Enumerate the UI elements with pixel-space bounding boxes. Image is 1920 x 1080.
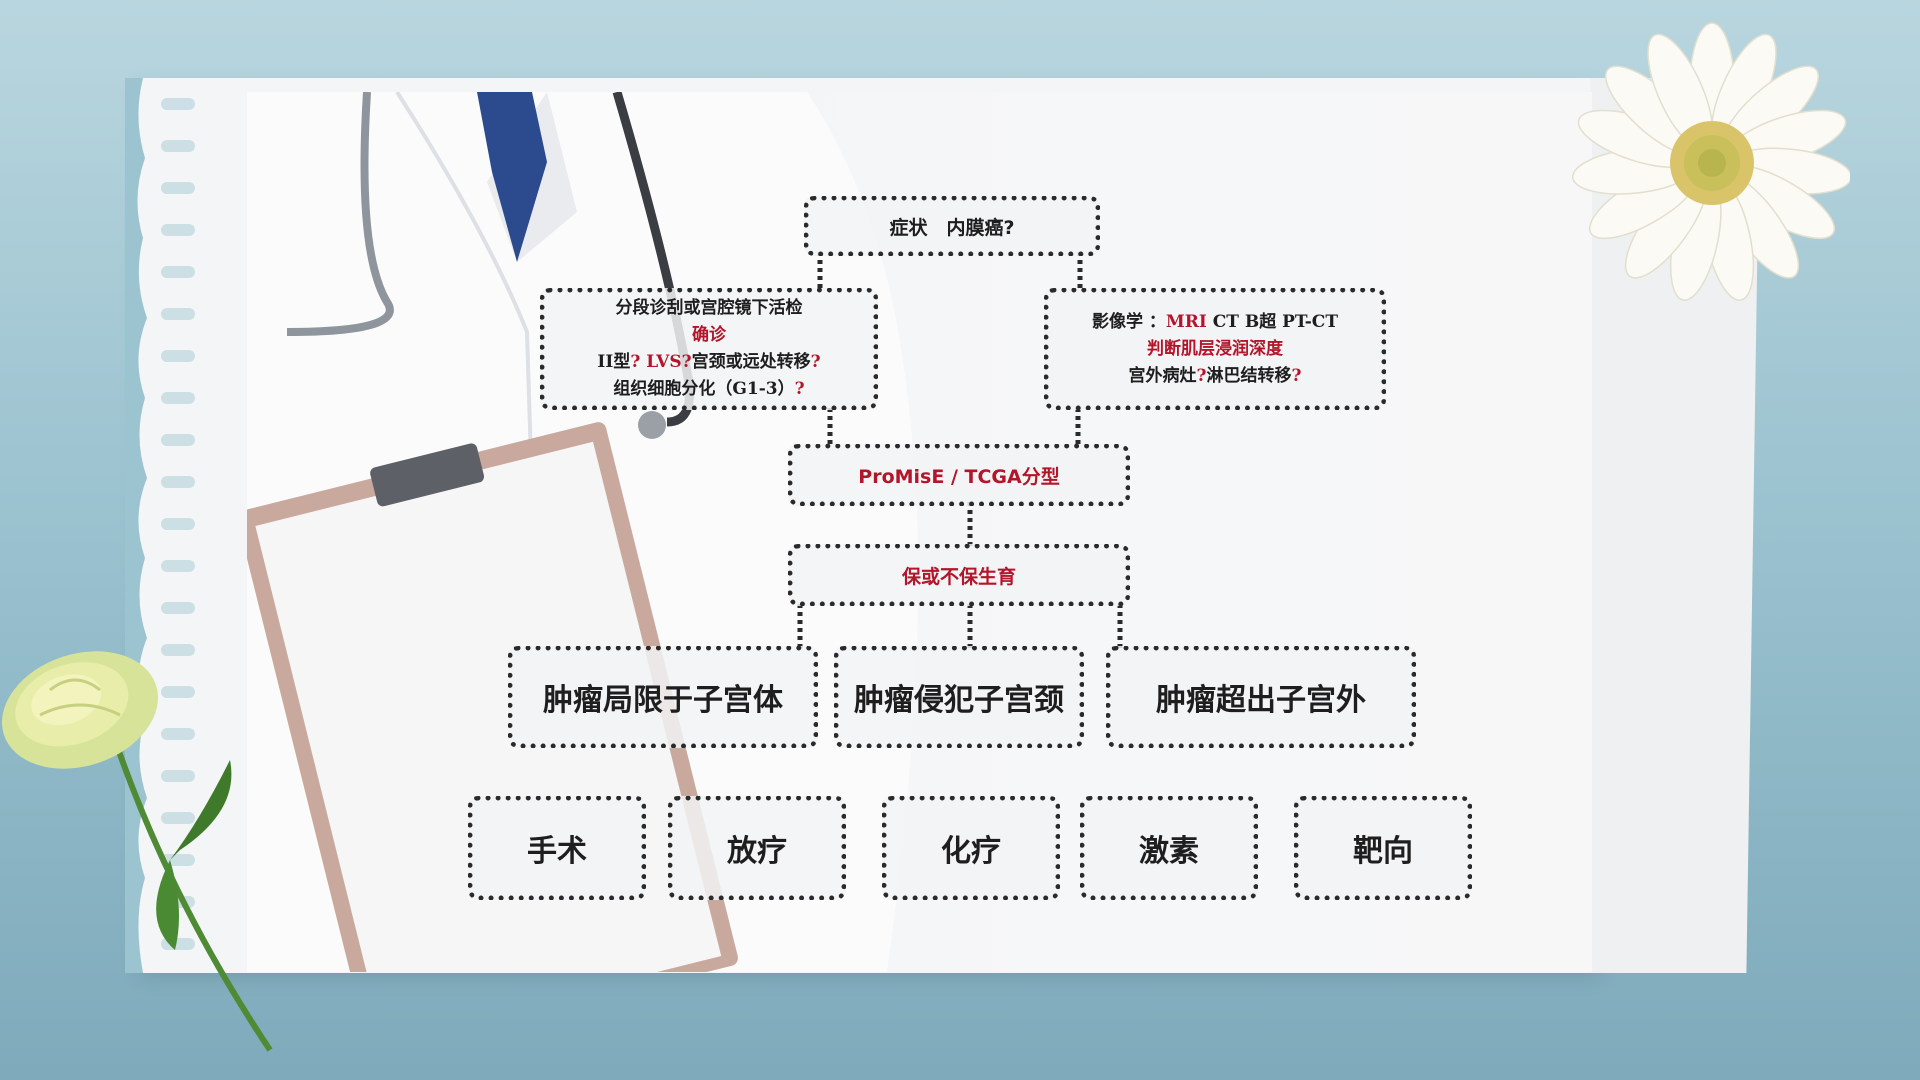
biopsy-q3: ? [810, 352, 821, 372]
treatment-label-5: 靶向 [1353, 834, 1413, 869]
imaging-line-3: 宫外病灶?淋巴结转移? [1129, 363, 1302, 390]
symptom-box: 症状 内膜癌? [804, 196, 1100, 256]
imaging-label: 影像学 ： [1092, 311, 1166, 332]
treatment-box-hormone: 激素 [1080, 796, 1258, 900]
classification-label: ProMisE / TCGA分型 [858, 465, 1060, 488]
stage-box-cervix: 肿瘤侵犯子宫颈 [834, 646, 1084, 748]
imaging-q1: ? [1196, 365, 1207, 386]
fertility-label: 保或不保生育 [901, 565, 1016, 588]
treatment-box-radiotherapy: 放疗 [668, 796, 846, 900]
biopsy-grade: 组织细胞分化（G1-3） [613, 379, 795, 399]
stage-label-1: 肿瘤局限于子宫体 [543, 683, 783, 718]
biopsy-q4: ? [794, 379, 805, 399]
treatment-label-4: 激素 [1139, 834, 1199, 869]
classification-box: ProMisE / TCGA分型 [788, 444, 1130, 506]
treatment-box-targeted: 靶向 [1294, 796, 1472, 900]
imaging-box: 影像学 ：MRI CT B超 PT-CT 判断肌层浸润深度 宫外病灶?淋巴结转移… [1044, 288, 1386, 410]
biopsy-line-2: 确诊 [692, 325, 726, 345]
imaging-q2: ? [1291, 365, 1302, 386]
daisy-flower-icon [1571, 22, 1850, 301]
biopsy-box: 分段诊刮或宫腔镜下活检 确诊 II型? LVS?宫颈或远处转移? 组织细胞分化（… [540, 288, 878, 410]
imaging-others: CT B超 PT-CT [1206, 311, 1338, 332]
torn-paper-edge [125, 78, 195, 973]
treatment-box-chemotherapy: 化疗 [882, 796, 1060, 900]
imaging-extrauterine: 宫外病灶 [1128, 365, 1197, 386]
biopsy-q1: ? LVS [630, 352, 682, 372]
symptom-label: 症状 内膜癌? [889, 216, 1015, 239]
biopsy-q2: ? [681, 352, 692, 372]
fertility-box: 保或不保生育 [788, 544, 1130, 606]
imaging-mri: MRI [1165, 311, 1207, 332]
stage-label-2: 肿瘤侵犯子宫颈 [854, 683, 1064, 718]
biopsy-line-1: 分段诊刮或宫腔镜下活检 [615, 298, 803, 318]
stage-label-3: 肿瘤超出子宫外 [1156, 683, 1366, 718]
treatment-label-1: 手术 [527, 834, 587, 869]
stage-box-uterus: 肿瘤局限于子宫体 [508, 646, 818, 748]
biopsy-metastasis: 宫颈或远处转移 [691, 352, 811, 372]
biopsy-line-4: 组织细胞分化（G1-3）? [613, 376, 804, 403]
biopsy-line-3: II型? LVS?宫颈或远处转移? [597, 349, 820, 376]
biopsy-type: II型 [597, 352, 631, 372]
treatment-label-3: 化疗 [941, 834, 1001, 869]
imaging-line-2: 判断肌层浸润深度 [1147, 338, 1283, 359]
imaging-lymph: 淋巴结转移 [1206, 365, 1292, 386]
imaging-line-1: 影像学 ：MRI CT B超 PT-CT [1092, 309, 1338, 336]
treatment-box-surgery: 手术 [468, 796, 646, 900]
treatment-label-2: 放疗 [727, 834, 787, 869]
stage-box-extrauterine: 肿瘤超出子宫外 [1106, 646, 1416, 748]
rose-flower-icon [1, 651, 273, 1052]
